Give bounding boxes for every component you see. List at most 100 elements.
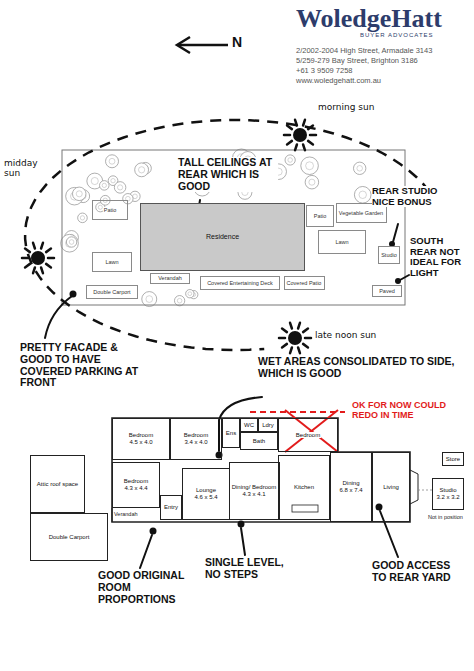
room-label: Attic roof space xyxy=(36,481,79,488)
leader-dot xyxy=(70,291,77,298)
room-label: Paved xyxy=(378,288,396,294)
sun-symbol xyxy=(22,257,28,260)
tree-symbols xyxy=(301,157,319,175)
room-label: Lounge xyxy=(195,487,217,494)
room-label: Double Carport xyxy=(48,534,91,541)
tree-symbols xyxy=(109,158,115,164)
tree-symbols xyxy=(357,166,363,172)
sun-symbol xyxy=(303,120,305,126)
tree-symbols xyxy=(186,289,194,297)
room-label: 3.2 x 3.2 xyxy=(435,494,460,501)
room-box: Bath xyxy=(240,432,278,450)
red-cross-out xyxy=(285,410,338,452)
room-box: Lounge4.6 x 5.4 xyxy=(182,468,230,520)
room-box: WC xyxy=(240,418,258,432)
tree-symbols xyxy=(66,237,76,247)
sun-symbol xyxy=(33,243,35,249)
sun-label: midday sun xyxy=(4,158,48,178)
leader-dot xyxy=(395,278,401,284)
sun-symbol xyxy=(290,348,292,354)
room-label: 4.6 x 5.4 xyxy=(193,494,218,501)
tree-symbols xyxy=(114,182,126,194)
room-label: 4.3 x 4.4 xyxy=(123,485,148,492)
sun-symbol xyxy=(295,145,297,151)
tree-symbols xyxy=(354,186,371,203)
sun-symbol xyxy=(31,251,45,265)
house-walls xyxy=(410,470,418,504)
red-cross-out xyxy=(285,410,338,452)
tree-symbols xyxy=(111,178,115,182)
leader-line xyxy=(400,275,409,280)
sun-symbol xyxy=(284,120,316,150)
north-arrow xyxy=(177,37,228,53)
outbuilding-box: Attic roof space xyxy=(30,455,85,513)
tree-symbols xyxy=(138,167,144,173)
sun-path xyxy=(25,120,430,350)
leader-dot xyxy=(376,504,383,511)
sun-symbol xyxy=(305,337,311,340)
tree-symbols xyxy=(61,149,371,307)
room-label: Studio xyxy=(380,252,398,258)
room-label: Store xyxy=(445,456,461,463)
room-label: Lawn xyxy=(104,259,119,265)
room-label: 6.8 x 7.4 xyxy=(338,487,363,494)
address-line: +61 3 9509 7258 xyxy=(296,67,472,75)
handwritten-note: OK FOR NOW COULD REDO IN TIME xyxy=(352,400,470,420)
leader-line xyxy=(45,296,72,338)
building-footprint: Residence xyxy=(140,203,305,271)
tree-symbols xyxy=(146,296,153,303)
tree-symbols xyxy=(135,163,149,177)
handwritten-note: GOOD ORIGINAL ROOM PROPORTIONS xyxy=(98,570,198,605)
tree-symbols xyxy=(91,177,98,184)
tree-symbols xyxy=(188,292,192,296)
handwritten-note: REAR STUDIO NICE BONUS xyxy=(372,186,444,207)
site-boundary xyxy=(62,150,405,305)
leader-line xyxy=(241,528,245,555)
room-box: Studio3.2 x 3.2 xyxy=(432,478,464,510)
handwritten-note: TALL CEILINGS AT REAR WHICH IS GOOD xyxy=(178,157,278,192)
sun-symbol xyxy=(308,126,313,130)
room-label: Studio xyxy=(438,487,457,494)
sun-symbol xyxy=(282,329,287,333)
tree-symbols xyxy=(353,162,365,174)
sun-symbol xyxy=(295,120,297,126)
leader-dot xyxy=(238,521,245,528)
tree-symbols xyxy=(305,175,319,189)
sun-symbol xyxy=(22,120,316,353)
room-label: Entry xyxy=(163,504,179,511)
tree-symbols xyxy=(142,292,157,307)
site-area: Patio xyxy=(306,205,334,227)
room-label: Dining xyxy=(341,480,360,487)
tree-symbols xyxy=(78,213,88,223)
leader-dot xyxy=(150,528,157,535)
tree-symbols xyxy=(61,234,79,252)
sun-symbol xyxy=(41,243,43,249)
sun-symbol xyxy=(310,134,316,137)
tree-symbols xyxy=(301,157,319,175)
tree-symbols xyxy=(174,296,184,306)
room-label: Dining/ Bedroom xyxy=(231,484,278,491)
room-box: Bedroom4.5 x 4.0 xyxy=(112,418,170,460)
leader-line xyxy=(140,535,152,568)
tree-symbols xyxy=(61,234,79,252)
room-label: Patio xyxy=(103,207,118,213)
site-area: Studio xyxy=(378,246,400,264)
tree-symbols xyxy=(285,155,295,165)
room-box: Bedroom3.4 x 4.0 xyxy=(170,418,222,460)
house-walls xyxy=(292,505,318,512)
room-label: Bath xyxy=(252,438,266,445)
site-area: Paved xyxy=(372,285,402,297)
tree-symbols xyxy=(174,296,184,306)
tree-symbols xyxy=(78,213,88,223)
room-label: Verandah xyxy=(157,275,183,281)
tree-symbols xyxy=(354,186,371,203)
sun-symbol xyxy=(298,323,300,329)
sun-symbol xyxy=(287,126,292,130)
sun-symbol xyxy=(287,141,292,145)
site-area: Double Carport xyxy=(86,285,138,299)
tree-symbols xyxy=(102,183,106,187)
room-box: Entry xyxy=(160,495,182,520)
sun-symbol xyxy=(284,134,290,137)
house-walls xyxy=(112,508,113,522)
tree-symbols xyxy=(359,191,366,198)
